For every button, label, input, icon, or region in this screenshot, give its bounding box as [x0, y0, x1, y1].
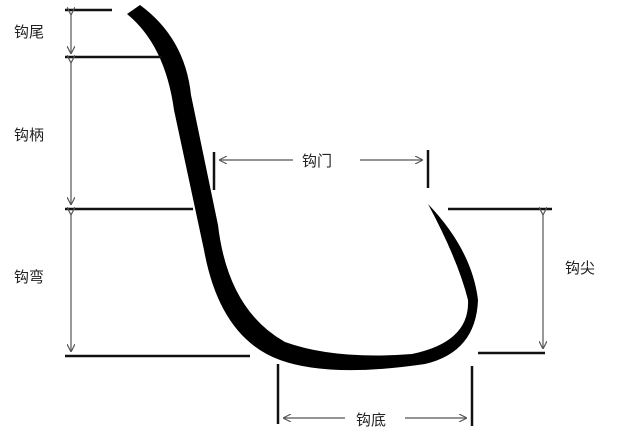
- tail-label: 钩尾: [14, 23, 44, 41]
- shank-label: 钩柄: [14, 126, 44, 144]
- hook-shape: [127, 5, 478, 371]
- point-label: 钩尖: [565, 259, 595, 277]
- bottom-label: 钩底: [356, 411, 386, 429]
- bend-label: 钩弯: [14, 268, 44, 286]
- gap-label: 钩门: [302, 152, 332, 170]
